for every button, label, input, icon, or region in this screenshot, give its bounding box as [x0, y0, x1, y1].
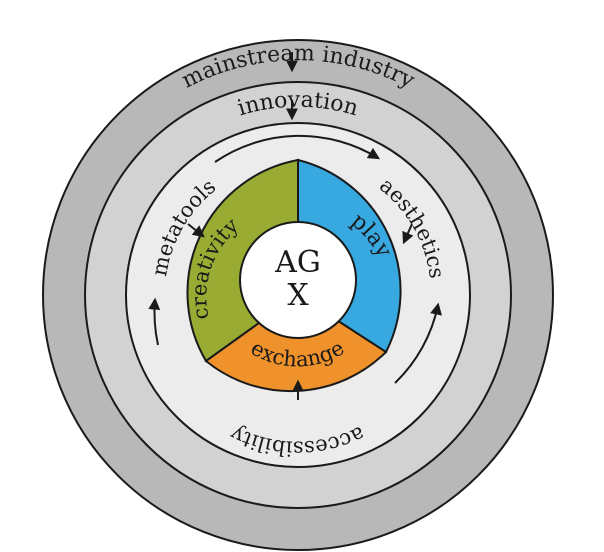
core-label-line2: X: [287, 278, 309, 313]
agx-core: [239, 221, 357, 339]
arrow-metatools-to-aesthetics: [214, 134, 381, 163]
arrow-accessibility-to-metatools: [148, 297, 161, 346]
core-label-line1: AG: [274, 245, 321, 280]
arrow-metatools-to-creativity: [187, 223, 205, 238]
arrow-aesthetics-to-play: [402, 223, 414, 245]
arrow-accessibility-to-aesthetics: [394, 302, 442, 384]
